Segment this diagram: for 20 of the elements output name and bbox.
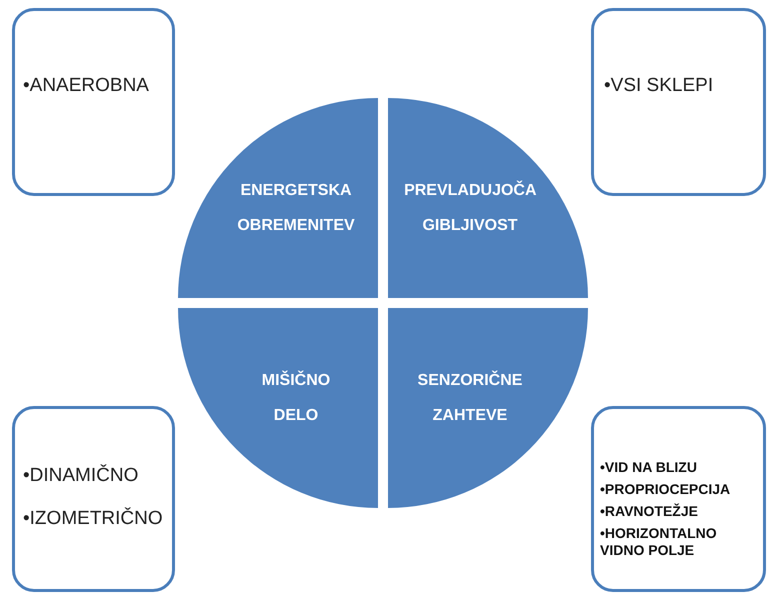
bullet-item: •DINAMIČNO [23, 464, 140, 488]
quarter-circle-segment [178, 308, 378, 508]
segment-label: SENZORIČNE ZAHTEVE [418, 370, 522, 426]
rounded-box [12, 8, 175, 196]
rounded-box [591, 406, 766, 592]
bullet-item: •PROPRIOCEPCIJA [600, 481, 732, 498]
bullet-item: •HORIZONTALNO VIDNO POLJE [600, 525, 718, 559]
bullet-item: •VID NA BLIZU [600, 459, 698, 476]
bullet-item: •IZOMETRIČNO [23, 507, 163, 531]
segment-label: PREVLADUJOČA GIBLJIVOST [404, 180, 536, 236]
quarter-circle-segment [388, 98, 588, 298]
rounded-box [591, 8, 766, 196]
bullet-item: •VSI SKLEPI [604, 74, 714, 98]
segment-label: MIŠIČNO DELO [262, 370, 330, 426]
bullet-item: •ANAEROBNA [23, 74, 149, 98]
bullet-item: •RAVNOTEŽJE [600, 503, 699, 520]
rounded-box [12, 406, 175, 592]
quarter-circle-segment [388, 308, 588, 508]
segment-label: ENERGETSKA OBREMENITEV [237, 181, 355, 236]
quarter-circle-segment [178, 98, 378, 298]
